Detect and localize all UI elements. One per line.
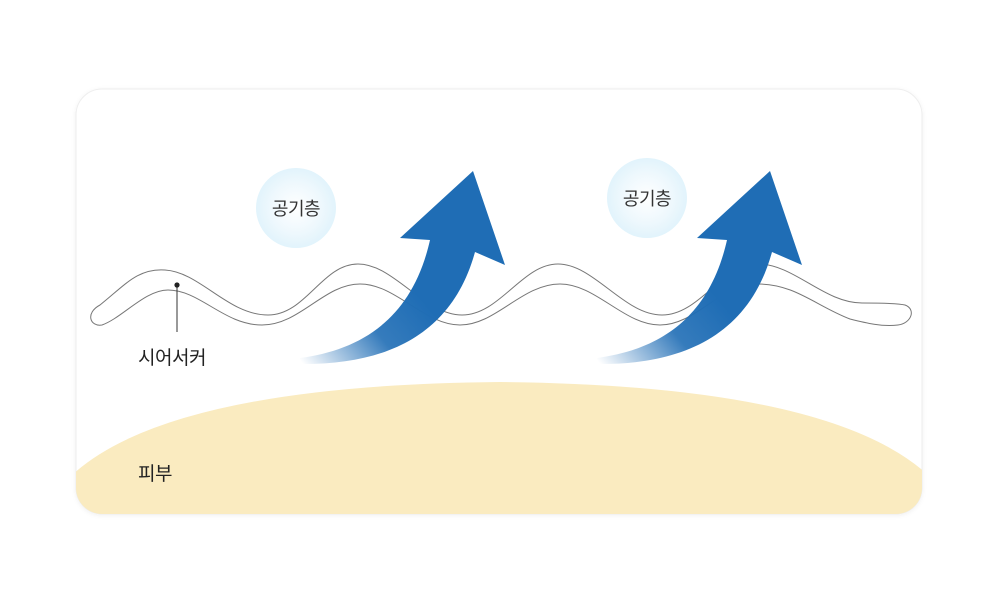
skin-label: 피부 [138,463,172,485]
curved-up-arrow-icon [300,171,505,365]
curved-up-arrow-icon [597,171,802,365]
fabric-label: 시어서커 [138,347,206,369]
air-layer-label: 공기층 [622,189,672,210]
seersucker-fabric-band [90,263,912,326]
air-bubble-icon: 공기층 [607,158,687,238]
fabric-pointer-dot [174,282,180,288]
skin-layer [76,382,922,514]
air-layer-label: 공기층 [271,199,321,220]
air-bubble-icon: 공기층 [256,168,336,248]
